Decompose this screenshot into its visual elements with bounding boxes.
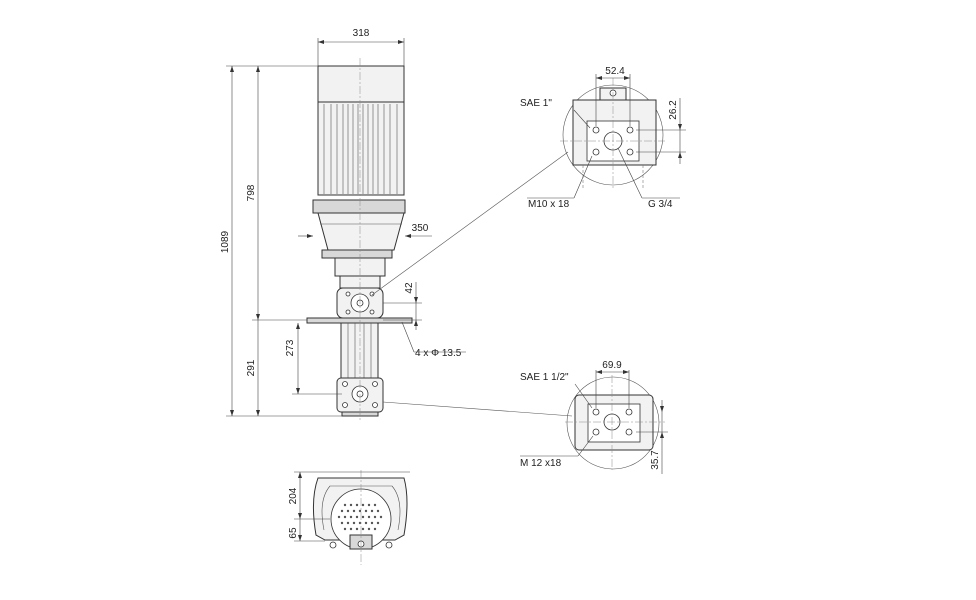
dim-motor-width: 318	[353, 28, 370, 39]
pump-column	[340, 322, 379, 379]
dim-motor-height: 798	[246, 184, 257, 201]
label-suction-flange: SAE 1 1/2"	[520, 372, 569, 383]
label-mount-holes: 4 x Φ 13.5	[415, 348, 462, 359]
coupling-housing	[321, 249, 393, 259]
dim-discharge-spacing: 52.4	[605, 66, 625, 77]
bottom-view: 204 65	[288, 470, 410, 565]
suction-detail-circle	[566, 376, 660, 470]
label-gauge-port: G 3/4	[648, 199, 673, 210]
detail-leader-suction	[382, 401, 573, 417]
strainer-perforations	[337, 503, 383, 531]
motor-flange	[312, 199, 406, 214]
dim-suction-height: 291	[246, 359, 257, 376]
motor-adapter	[317, 212, 405, 251]
label-discharge-flange: SAE 1"	[520, 98, 552, 109]
dim-suction-spacing: 69.9	[602, 360, 622, 371]
mounting-plate	[306, 317, 413, 324]
dim-column-length: 273	[285, 339, 296, 356]
pump-assembly	[306, 257, 413, 417]
dim-suction-offset: 35.7	[650, 450, 661, 470]
dim-overall-height: 1089	[220, 230, 231, 253]
dim-discharge-offset: 26.2	[668, 100, 679, 120]
main-dimensions: 318 1089 798 291 273 350	[220, 28, 466, 417]
dim-flange-offset: 350	[412, 223, 429, 234]
dim-head-height: 42	[404, 282, 415, 294]
dim-base-depth: 204	[288, 487, 299, 504]
dim-base-lower: 65	[288, 527, 299, 539]
label-discharge-bolts: M10 x 18	[528, 199, 570, 210]
motor-cooling-fins	[323, 104, 398, 194]
suction-detail-view: 69.9 35.7 SAE 1 1/2" M 12 x18	[520, 360, 668, 474]
label-suction-bolts: M 12 x18	[520, 458, 562, 469]
motor	[312, 65, 406, 259]
detail-leader-discharge	[371, 151, 569, 296]
motor-body	[317, 101, 405, 196]
motor-fan-cover	[317, 65, 405, 103]
discharge-detail-view: 52.4 26.2 SAE 1" M10 x 18 G 3/4	[520, 66, 686, 210]
